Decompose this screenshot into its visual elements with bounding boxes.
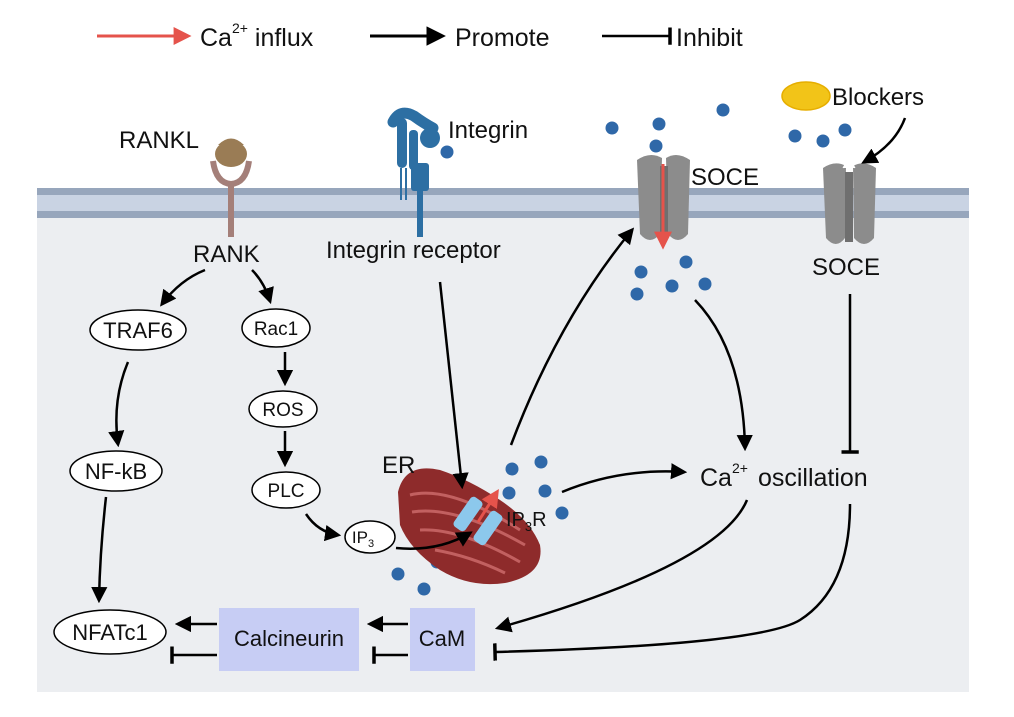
er-label: ER: [382, 452, 415, 479]
ros-node: ROS: [248, 390, 318, 428]
legend-ca-influx-label: Ca2+ influx: [200, 20, 314, 52]
integrin-receptor-label: Integrin receptor: [326, 237, 501, 264]
cytoplasm: [37, 215, 969, 692]
legend-promote-label: Promote: [455, 24, 549, 52]
ip3-node: IP3: [344, 520, 396, 554]
svg-text:TRAF6: TRAF6: [103, 318, 173, 343]
soce-channel-right-icon: [823, 161, 876, 244]
legend: Ca2+ influx Promote Inhibit: [97, 20, 743, 52]
inhibition-lines: [170, 294, 859, 664]
pathway-arrows: [91, 117, 907, 633]
integrin-label: Integrin: [448, 117, 528, 144]
nfkb-node: NF-kB: [69, 450, 163, 492]
calcineurin-box: Calcineurin: [219, 608, 359, 671]
blockers-label: Blockers: [832, 84, 924, 111]
svg-text:PLC: PLC: [268, 481, 305, 502]
plc-node: PLC: [251, 471, 321, 509]
svg-text:ROS: ROS: [262, 400, 303, 421]
blocker-icon: [781, 81, 831, 111]
rank-receptor-icon: [210, 160, 252, 237]
ca-ions-extracellular: [440, 103, 852, 159]
cam-box: CaM: [410, 608, 475, 671]
rank-label: RANK: [193, 241, 260, 268]
svg-text:CaM: CaM: [419, 626, 465, 651]
rankl-label: RANKL: [119, 127, 199, 154]
er-icon: [398, 468, 541, 585]
rankl-ligand-icon: [215, 138, 247, 167]
ip3r-label: IP3R: [506, 509, 547, 534]
svg-text:Rac1: Rac1: [254, 319, 298, 340]
svg-text:NFATc1: NFATc1: [72, 620, 147, 645]
integrin-icon: [387, 107, 440, 237]
cell-membrane: [37, 188, 969, 218]
soce-right-label: SOCE: [812, 254, 880, 281]
soce-top-label: SOCE: [691, 164, 759, 191]
ca-oscillation-label: Ca2+oscillation: [700, 460, 868, 492]
nfatc1-node: NFATc1: [53, 609, 167, 655]
traf6-node: TRAF6: [89, 309, 187, 351]
ip3r-channel-icon: [453, 496, 503, 546]
rac1-node: Rac1: [241, 308, 311, 348]
svg-text:IP3: IP3: [352, 528, 374, 550]
svg-text:Calcineurin: Calcineurin: [234, 626, 344, 651]
svg-text:NF-kB: NF-kB: [85, 459, 147, 484]
legend-inhibit-label: Inhibit: [676, 24, 743, 52]
ip3r-release-arrow: [476, 488, 499, 523]
